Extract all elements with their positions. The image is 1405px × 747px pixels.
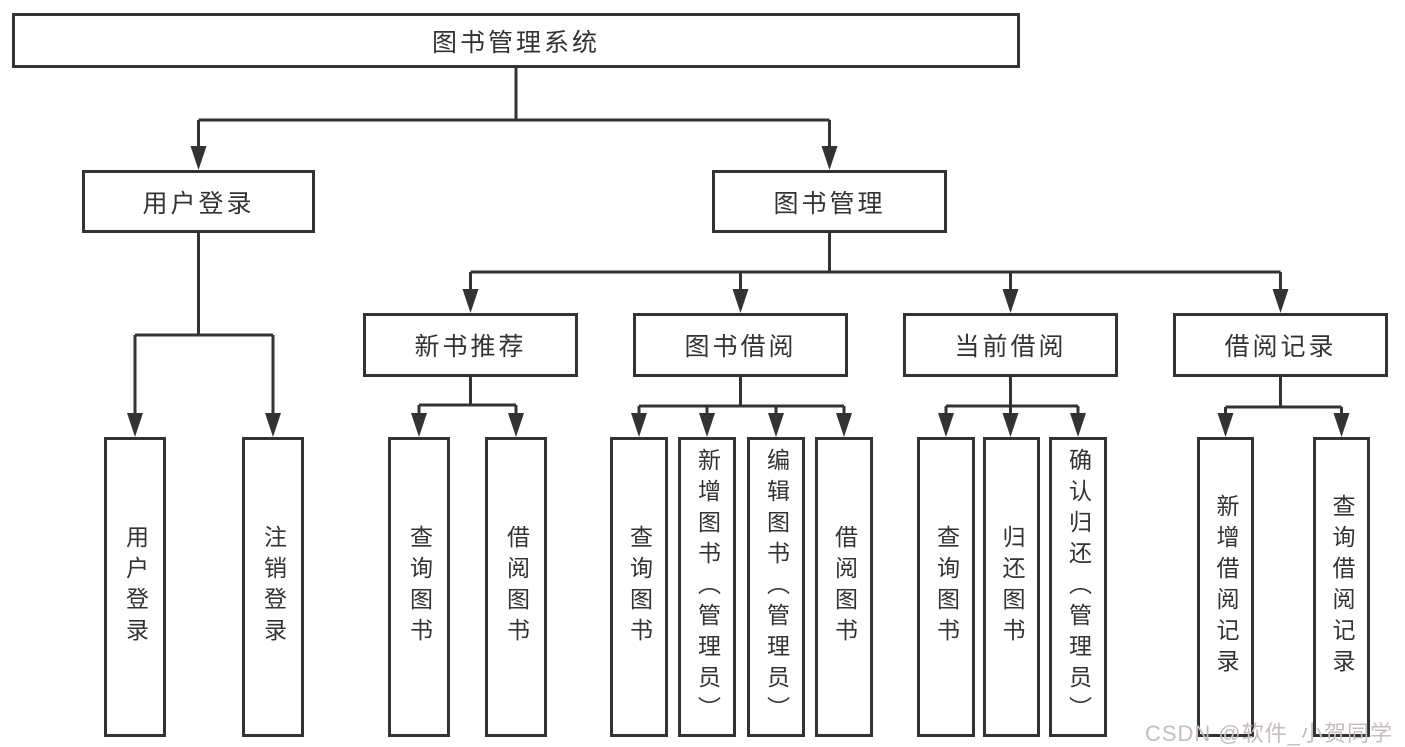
node-book-borrowing-label: 图书借阅	[684, 333, 797, 361]
node-user-login: 用户登录	[82, 170, 315, 233]
leaf-current-confirm-return-admin-label: 确认归还（管理员）	[1065, 447, 1092, 727]
node-user-login-label: 用户登录	[142, 189, 255, 218]
leaf-logout: 注销登录	[242, 437, 304, 737]
leaf-user-login: 用户登录	[104, 437, 166, 737]
leaf-borrow-add-books-admin-label: 新增图书（管理员）	[694, 447, 721, 727]
node-current-borrowing-label: 当前借阅	[954, 333, 1067, 361]
leaf-current-confirm-return-admin: 确认归还（管理员）	[1049, 437, 1107, 737]
leaf-borrow-query-books: 查询图书	[610, 437, 668, 737]
node-book-management: 图书管理	[712, 170, 947, 233]
leaf-current-return-books: 归还图书	[983, 437, 1040, 737]
leaf-newbook-borrow-books: 借阅图书	[485, 437, 547, 737]
node-new-book-recommend-label: 新书推荐	[414, 333, 527, 361]
arrow-heads	[127, 146, 1350, 437]
leaf-records-query-record-label: 查询借阅记录	[1329, 494, 1355, 680]
leaf-borrow-borrow-books-label: 借阅图书	[831, 525, 858, 649]
leaf-records-query-record: 查询借阅记录	[1313, 437, 1370, 737]
node-system-root-label: 图书管理系统	[431, 28, 600, 57]
leaf-records-add-record: 新增借阅记录	[1197, 437, 1254, 737]
csdn-watermark: CSDN @软件_小贺同学	[1144, 721, 1393, 746]
leaf-newbook-query-books-label: 查询图书	[406, 525, 433, 649]
leaf-borrow-add-books-admin: 新增图书（管理员）	[678, 437, 736, 737]
leaf-borrow-edit-books-admin-label: 编辑图书（管理员）	[763, 447, 790, 727]
node-new-book-recommend: 新书推荐	[363, 313, 578, 377]
leaf-records-add-record-label: 新增借阅记录	[1213, 494, 1239, 680]
leaf-current-query-books-label: 查询图书	[933, 525, 960, 649]
leaf-user-login-label: 用户登录	[122, 525, 149, 649]
node-current-borrowing: 当前借阅	[903, 313, 1118, 377]
leaf-newbook-borrow-books-label: 借阅图书	[503, 525, 530, 649]
leaf-borrow-borrow-books: 借阅图书	[815, 437, 873, 737]
node-borrowing-records-label: 借阅记录	[1224, 333, 1337, 361]
tree-edges	[133, 68, 1343, 414]
node-book-management-label: 图书管理	[773, 189, 886, 218]
leaf-logout-label: 注销登录	[260, 525, 287, 649]
leaf-borrow-edit-books-admin: 编辑图书（管理员）	[747, 437, 805, 737]
node-system-root: 图书管理系统	[12, 13, 1020, 68]
leaf-current-return-books-label: 归还图书	[999, 525, 1025, 649]
leaf-newbook-query-books: 查询图书	[388, 437, 450, 737]
node-book-borrowing: 图书借阅	[633, 313, 848, 377]
leaf-borrow-query-books-label: 查询图书	[626, 525, 653, 649]
leaf-current-query-books: 查询图书	[917, 437, 975, 737]
node-borrowing-records: 借阅记录	[1173, 313, 1388, 377]
